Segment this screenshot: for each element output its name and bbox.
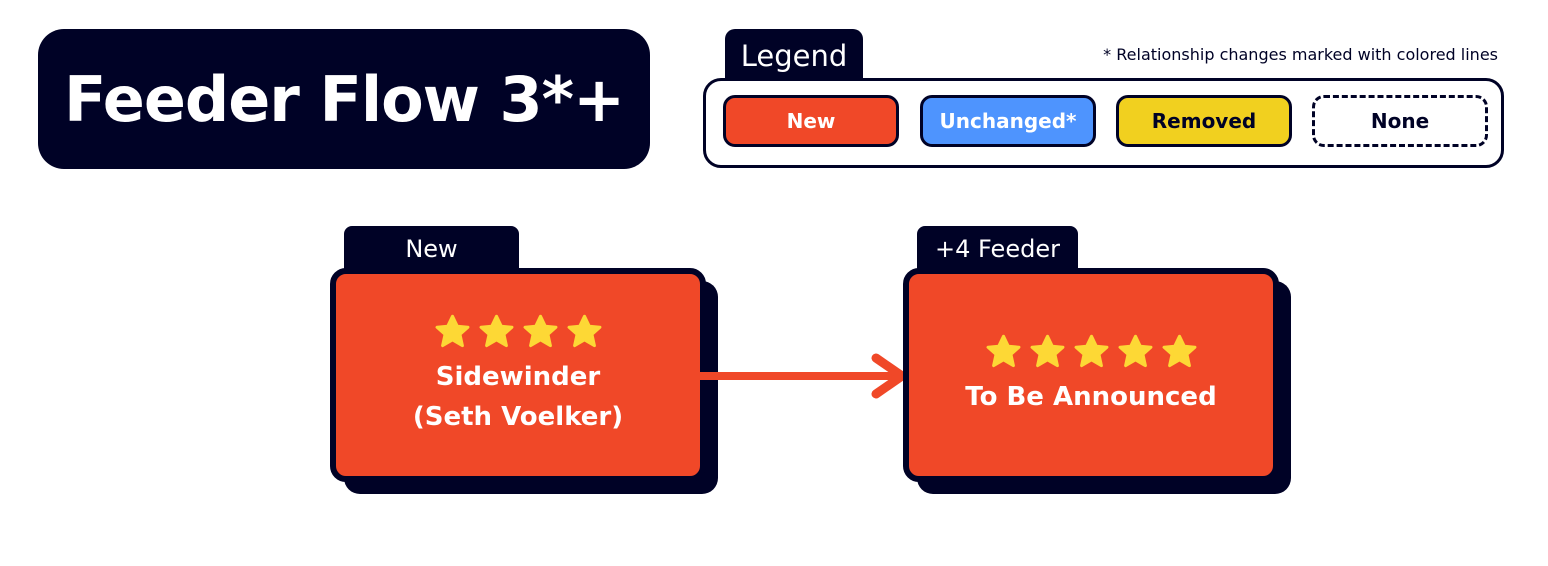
node-name-line1: To Be Announced [965, 381, 1217, 412]
legend-item-unchanged: Unchanged* [920, 95, 1096, 147]
legend-item-removed: Removed [1116, 95, 1292, 147]
node-name-line1: Sidewinder [435, 361, 601, 392]
title-banner: Feeder Flow 3*+ [38, 29, 650, 169]
legend-item-new: New [723, 95, 899, 147]
edge-arrow [700, 353, 907, 399]
legend-item-none: None [1312, 95, 1488, 147]
star-rating [434, 314, 603, 351]
node-to-be-announced: +4 Feeder To Be Announced [903, 226, 1293, 496]
legend-note: * Relationship changes marked with color… [1103, 45, 1498, 64]
star-icon [567, 314, 601, 347]
edge-arrowhead [871, 353, 907, 399]
node-sidewinder: New Sidewinder (Seth Voelker) [330, 226, 720, 496]
node-card: Sidewinder (Seth Voelker) [330, 268, 706, 482]
star-icon [1118, 334, 1152, 367]
legend-heading: Legend [725, 29, 863, 82]
star-rating [985, 334, 1198, 371]
node-card: To Be Announced [903, 268, 1279, 482]
page-title: Feeder Flow 3*+ [63, 62, 625, 136]
star-icon [523, 314, 557, 347]
star-icon [1030, 334, 1064, 367]
node-name-line2: (Seth Voelker) [412, 401, 624, 432]
star-icon [986, 334, 1020, 367]
node-tab: +4 Feeder [917, 226, 1078, 271]
star-icon [435, 314, 469, 347]
legend-panel: New Unchanged* Removed None [703, 78, 1504, 168]
star-icon [1162, 334, 1196, 367]
star-icon [1074, 334, 1108, 367]
star-icon [479, 314, 513, 347]
node-tab: New [344, 226, 519, 271]
